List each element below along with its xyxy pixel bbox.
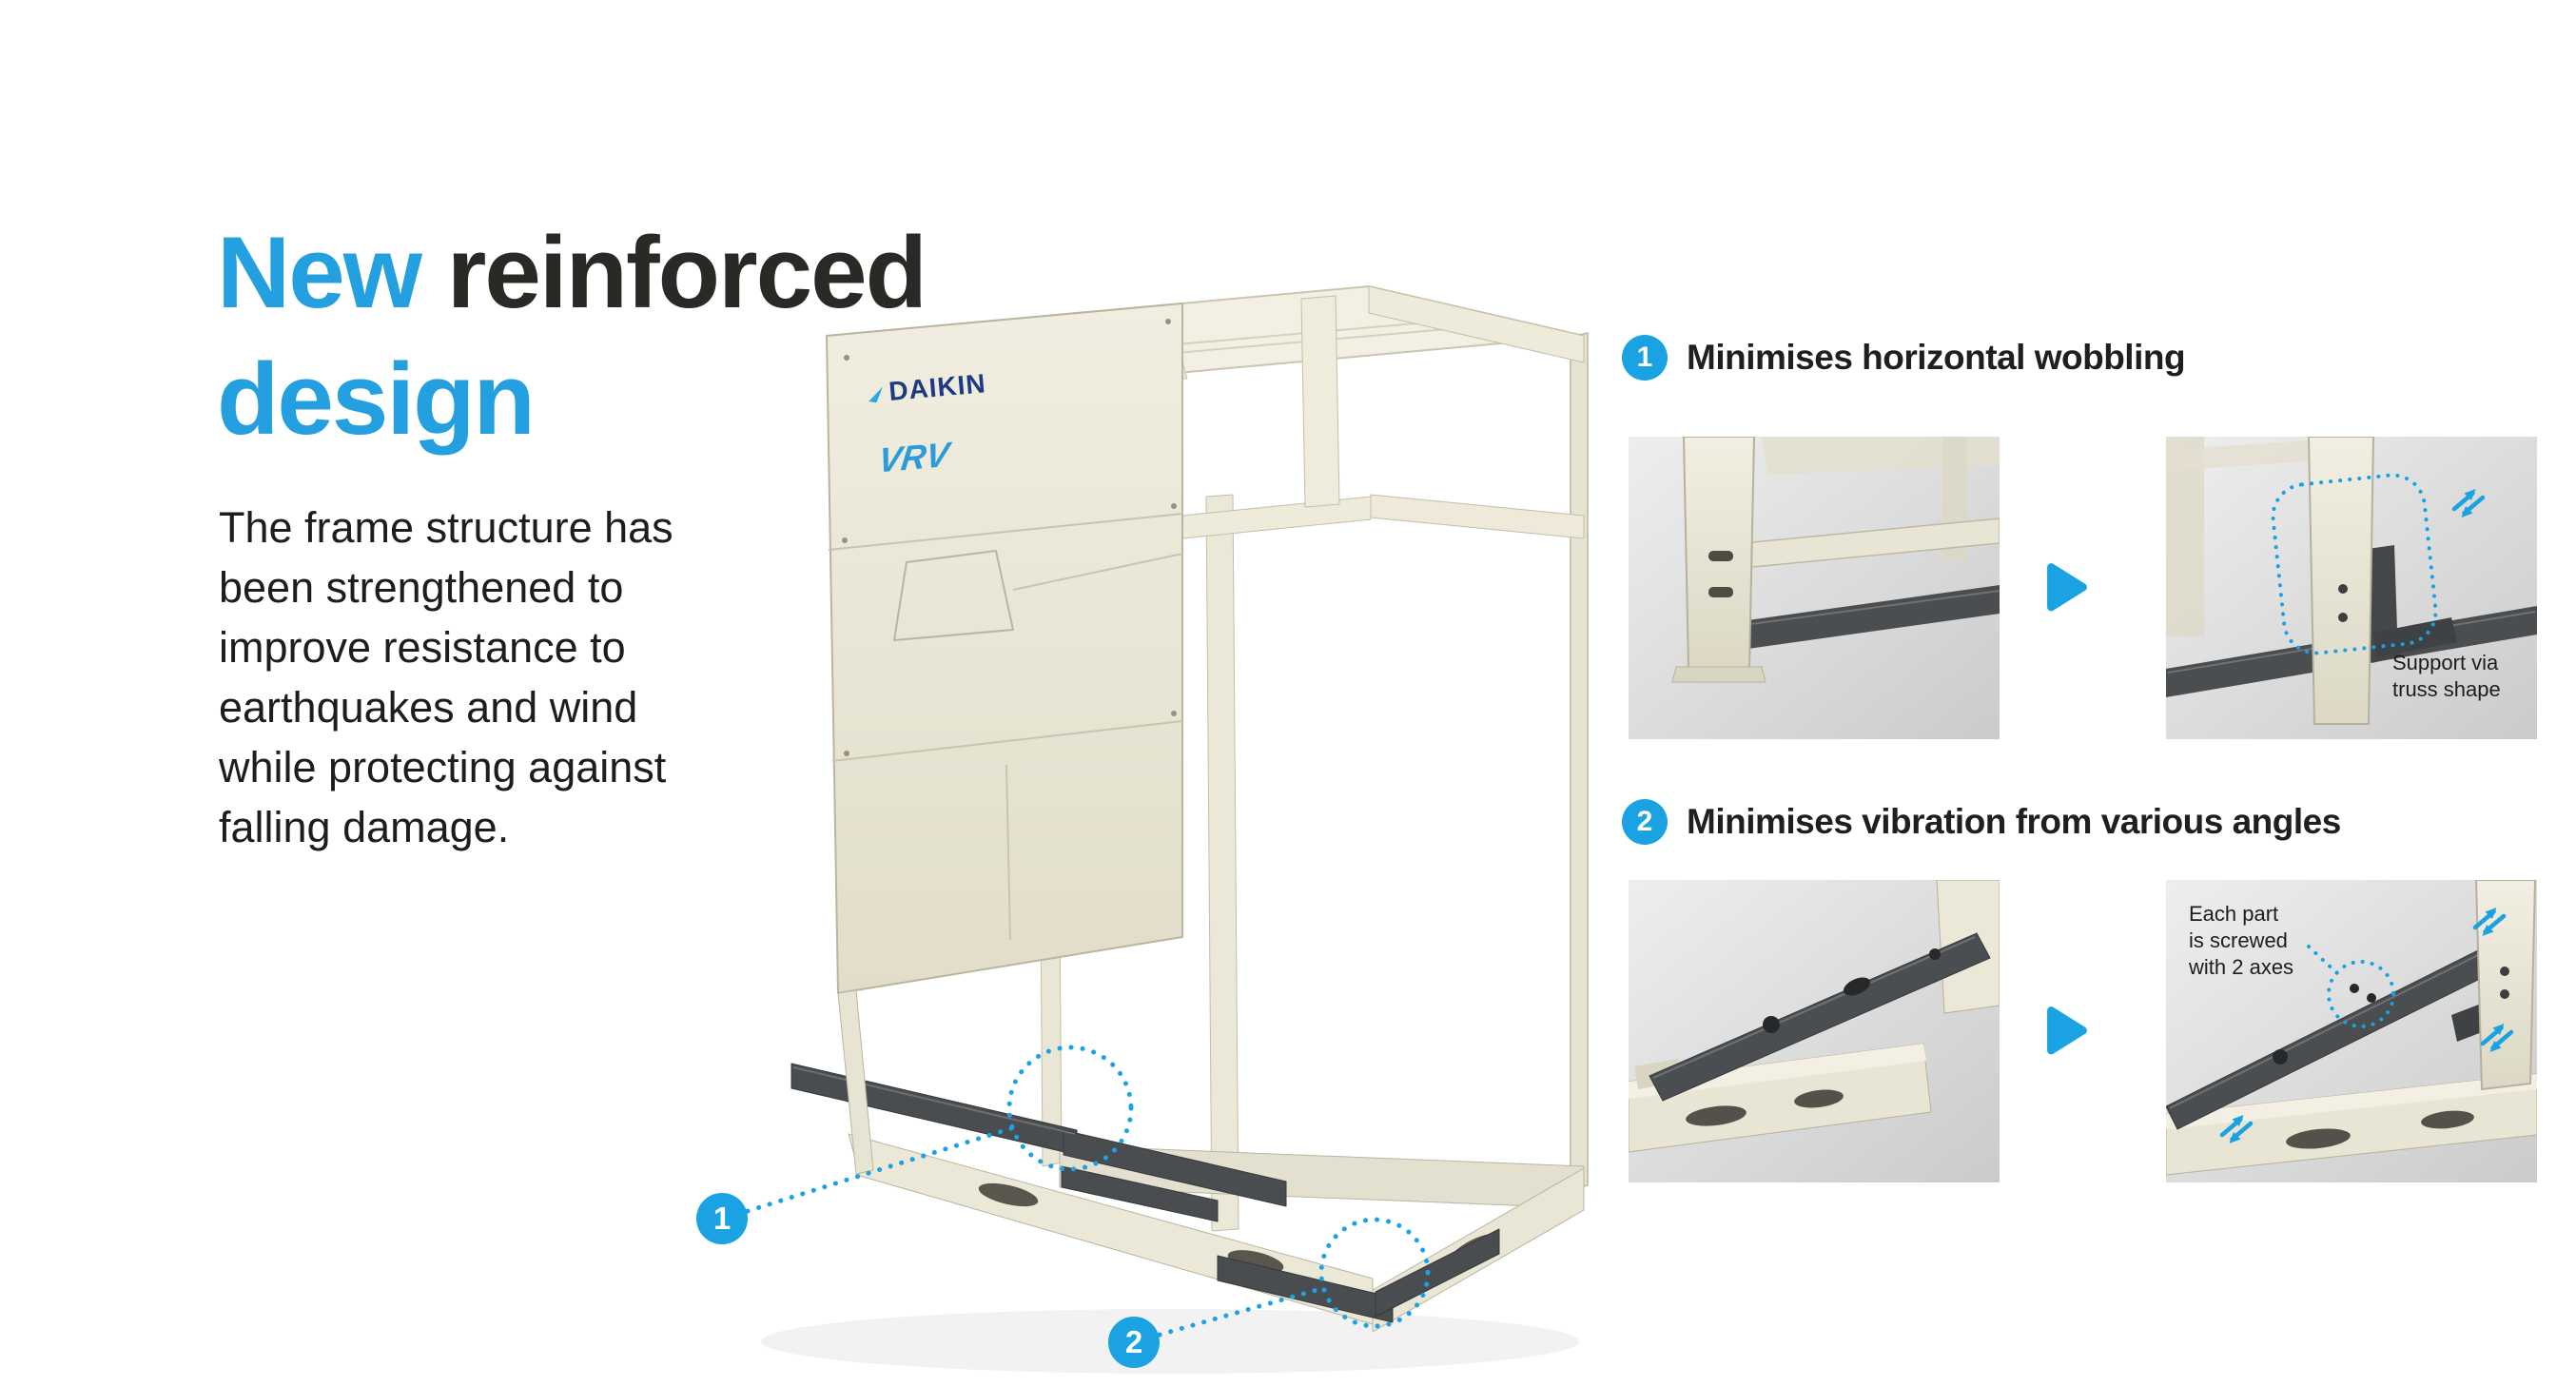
- dark-rail: [1727, 585, 2000, 652]
- section-1-heading: Minimises horizontal wobbling: [1687, 338, 2186, 377]
- post-screw-1: [2500, 967, 2509, 976]
- detail-image-2-before: [1629, 880, 2000, 1182]
- rail-highlight: [1728, 590, 2000, 628]
- unit-back-post: [1570, 332, 1589, 1190]
- beige-post: [2474, 880, 2537, 1091]
- unit-rail-right: [1217, 1228, 1500, 1323]
- dotted-highlight-circle: [2327, 960, 2395, 1028]
- vrv-logo: VRV: [876, 435, 953, 480]
- unit-interior-post-mid: [1205, 494, 1239, 1232]
- unit-front-panel: DAIKIN VRV: [826, 303, 1183, 1175]
- screw-1: [2350, 984, 2359, 993]
- step-arrow-icon-2: [2045, 1003, 2089, 1058]
- section-1-header: 1 Minimises horizontal wobbling: [1622, 335, 2186, 381]
- rail-hole-3: [1929, 948, 1941, 960]
- caption-support-truss: Support via truss shape: [2392, 651, 2501, 701]
- unit-shadow: [761, 1309, 1579, 1374]
- page-title: New reinforced design: [217, 209, 927, 462]
- detail-svg-1-after: [2166, 437, 2537, 739]
- title-word-new: New: [217, 214, 422, 329]
- dotted-highlight-box: [2271, 473, 2438, 655]
- unit-top-stub: [1300, 295, 1340, 508]
- rail-hole-2: [1843, 977, 1871, 996]
- detail-svg-2-before: [1629, 880, 2000, 1182]
- base-slot-1: [2286, 1128, 2351, 1149]
- frame-hint: [2166, 440, 2309, 471]
- rail-hole-1: [1763, 1016, 1780, 1033]
- detail-image-1-before: [1629, 437, 2000, 739]
- title-word-design: design: [217, 341, 536, 456]
- truss-gusset: [2373, 617, 2457, 657]
- base-slot-2: [2421, 1110, 2474, 1129]
- screw-2: [2367, 993, 2376, 1003]
- post-foot: [1671, 666, 1766, 683]
- front-base-slot-2: [1227, 1250, 1284, 1273]
- section-2-number-badge: 2: [1622, 799, 1668, 845]
- base-slot-2: [1794, 1089, 1844, 1108]
- screw-1: [2338, 584, 2348, 594]
- title-line-1: New reinforced: [217, 209, 927, 336]
- detail-image-1-after: Support via truss shape: [2166, 437, 2537, 739]
- detail-svg-1-before: [1629, 437, 2000, 739]
- rail-hole-1: [2273, 1049, 2288, 1065]
- rail-highlight: [792, 1066, 1076, 1135]
- callout-circle-2: [1318, 1217, 1431, 1329]
- base-top-face: [2166, 1074, 2537, 1129]
- unit-frame: DAIKIN VRV: [745, 285, 1589, 1338]
- intro-paragraph: The frame structure has been strengthene…: [219, 503, 673, 851]
- unit-svg: DAIKIN VRV: [745, 285, 1589, 1374]
- dotted-leader-line: [2307, 945, 2341, 977]
- title-line-2: design: [217, 336, 926, 462]
- unit-side-mid-rail: [1370, 494, 1585, 539]
- detail-image-2-after: Each part is screwed with 2 axes: [2166, 880, 2537, 1182]
- screw-2: [2338, 613, 2348, 622]
- caption-screwed-axes: Each part is screwed with 2 axes: [2189, 902, 2294, 979]
- panel-screws: [842, 319, 1177, 756]
- unit-illustration: DAIKIN VRV 1 2: [696, 266, 1617, 1387]
- vrv-logo-text: VRV: [876, 435, 953, 480]
- section-2-heading: Minimises vibration from various angles: [1687, 802, 2341, 841]
- step-arrow-icon-1: [2045, 559, 2089, 615]
- frame-hint: [1762, 437, 2000, 475]
- callout-badge-2: 2: [1108, 1317, 1160, 1368]
- callout-line-1: [745, 1123, 1024, 1214]
- post-slot-1: [1708, 551, 1733, 561]
- unit-side-top-rail: [1368, 285, 1585, 363]
- callout-badge-1: 1: [696, 1193, 748, 1244]
- callout-circle-1: [1006, 1045, 1134, 1172]
- post-screw-2: [2500, 989, 2509, 999]
- section-1-number-badge: 1: [1622, 335, 1668, 381]
- daikin-logo-mark: [868, 386, 883, 403]
- rail-highlight: [1652, 936, 1976, 1079]
- base-top-face: [1629, 1044, 1926, 1099]
- base-slot-1: [1686, 1105, 1747, 1126]
- section-2-header: 2 Minimises vibration from various angle…: [1622, 799, 2341, 845]
- detail-svg-2-after: [2166, 880, 2537, 1182]
- title-word-reinforced: reinforced: [446, 214, 927, 329]
- front-base-slot-1: [978, 1182, 1039, 1207]
- post-slot-2: [1708, 587, 1733, 597]
- rail-highlight: [2169, 947, 2492, 1109]
